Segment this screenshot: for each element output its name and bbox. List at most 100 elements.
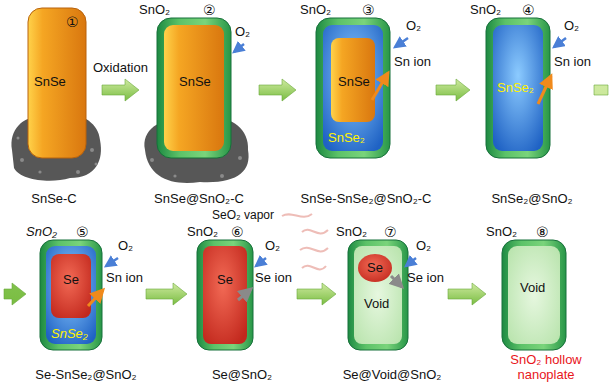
- ion-arrow: [88, 290, 103, 306]
- process-arrow: [436, 79, 470, 101]
- stage-caption: SnSe@SnO₂-C: [139, 191, 259, 206]
- snse-plate: [28, 8, 86, 158]
- oxygen-arrow: [554, 38, 566, 47]
- component-label: SnSe₂: [328, 130, 365, 146]
- sno2-shell: [46, 246, 96, 344]
- oxygen-arrow: [106, 258, 118, 266]
- snse-plate: [28, 8, 86, 158]
- component-label: SnO₂: [187, 224, 218, 240]
- oxygen-arrow: [554, 38, 566, 47]
- ion-arrow: [372, 73, 388, 100]
- component-label: Sn ion: [106, 270, 143, 286]
- carbon-matrix: [76, 170, 80, 174]
- vapor-wisps: [282, 214, 312, 217]
- oxygen-arrow: [234, 44, 244, 52]
- sno2-shell: [40, 240, 102, 350]
- component-label: O₂: [416, 238, 431, 254]
- callout-number: ②: [203, 2, 216, 18]
- process-arrow: [259, 79, 296, 101]
- arrow-label: Oxidation: [93, 60, 148, 76]
- carbon-matrix: [95, 163, 98, 166]
- component-label: SnSe₂: [497, 80, 534, 96]
- sno2-shell: [157, 18, 231, 158]
- sno2-shell: [197, 240, 253, 350]
- sno2-shell: [486, 18, 550, 158]
- stage-caption: SnSe-SnSe₂@SnO₂-C: [296, 191, 436, 206]
- oxygen-arrow: [395, 38, 408, 47]
- stage-node: SnO₂ ② O₂ SnSeSnSe@SnO₂-C: [139, 2, 259, 208]
- component-label: Se: [217, 272, 233, 288]
- component-label: O₂: [564, 18, 579, 34]
- stage-node: SnO₂⑧VoidSnO₂ hollow nanoplate: [486, 224, 606, 384]
- stage-caption: Se@Void@SnO₂: [336, 367, 448, 382]
- sno2-shell: [493, 25, 543, 151]
- carbon-matrix: [90, 148, 94, 152]
- sno2-shell: [51, 254, 91, 318]
- component-label: Void: [520, 280, 545, 296]
- vapor-wisps: [302, 266, 326, 270]
- sno2-shell: [348, 240, 408, 350]
- vapor-wisps: [302, 230, 328, 234]
- process-arrow: [4, 85, 608, 305]
- oxygen-arrow: [256, 258, 266, 266]
- sno2-shell: [486, 18, 550, 158]
- sno2-shell: [164, 25, 224, 151]
- component-label: SnO₂: [486, 224, 517, 240]
- callout-number: ①: [66, 14, 79, 30]
- component-label: Se: [63, 272, 79, 288]
- component-label: O₂: [406, 18, 421, 34]
- carbon-matrix: [173, 174, 176, 177]
- component-label: Se ion: [255, 270, 292, 286]
- carbon-matrix: [238, 156, 242, 160]
- stage-node: SnO₂④O₂Sn ionSnSe₂SnSe₂@SnO₂: [470, 2, 594, 208]
- sno2-shell: [354, 246, 402, 344]
- component-label: SnSe: [179, 74, 211, 90]
- carbon-matrix: [220, 174, 224, 178]
- component-label: O₂: [235, 24, 250, 40]
- vapor-wisps: [300, 248, 328, 252]
- component-label: O₂: [265, 238, 280, 254]
- process-arrow: [448, 283, 486, 305]
- component-label: SnO₂: [470, 2, 501, 18]
- sno2-shell: [157, 18, 231, 158]
- callout-number: ③: [362, 2, 375, 18]
- callout-number: ⑤: [76, 224, 89, 240]
- sno2-shell: [502, 240, 566, 350]
- oxygen-arrow: [406, 258, 416, 266]
- component-label: Sn ion: [394, 54, 431, 70]
- stage-caption: SnO₂ hollow nanoplate: [486, 352, 606, 382]
- stage-caption: Se-SnSe₂@SnO₂: [26, 367, 146, 382]
- sno2-shell: [197, 240, 253, 350]
- ion-arrow: [538, 76, 551, 104]
- component-label: SnSe: [34, 74, 66, 90]
- carbon-matrix: [150, 158, 154, 162]
- stage-node: SnO₂⑦O₂Se ionSeVoidSe@Void@SnO₂: [336, 224, 448, 384]
- sno2-shell: [323, 25, 383, 151]
- sno2-shell: [358, 254, 392, 282]
- component-label: SnO₂: [139, 2, 170, 18]
- process-arrow: [297, 283, 336, 305]
- component-label: SnO₂: [336, 224, 367, 240]
- sno2-shell: [508, 246, 560, 344]
- sno2-shell: [348, 240, 408, 350]
- ion-arrow: [391, 276, 402, 287]
- component-label: SnSe₂: [51, 326, 88, 342]
- stage-caption: SnSe-C: [6, 191, 102, 206]
- component-label: SnO₂: [300, 2, 331, 18]
- carbon-matrix: [20, 158, 24, 162]
- stage-caption: Se@SnO₂: [187, 367, 297, 382]
- sno2-shell: [40, 240, 102, 350]
- ion-arrow: [538, 76, 551, 104]
- process-arrow: [146, 283, 187, 305]
- oxygen-arrow: [106, 258, 118, 266]
- sno2-shell: [316, 18, 390, 158]
- sno2-shell: [203, 246, 247, 344]
- stage-node: SnO₂③O₂Sn ionSnSeSnSe₂SnSe-SnSe₂@SnO₂-C: [296, 2, 436, 208]
- component-label: Se: [367, 260, 383, 276]
- stage-node: SnO₂⑤O₂Sn ionSeSnSe₂Se-SnSe₂@SnO₂: [26, 224, 146, 384]
- ion-arrow: [238, 289, 251, 300]
- stage-node: SnO₂⑥O₂Se ionSeSe@SnO₂: [187, 224, 297, 384]
- annotation-label: SeO₂ vapor: [212, 207, 274, 223]
- ion-arrow: [372, 73, 388, 100]
- ion-arrow: [391, 276, 402, 287]
